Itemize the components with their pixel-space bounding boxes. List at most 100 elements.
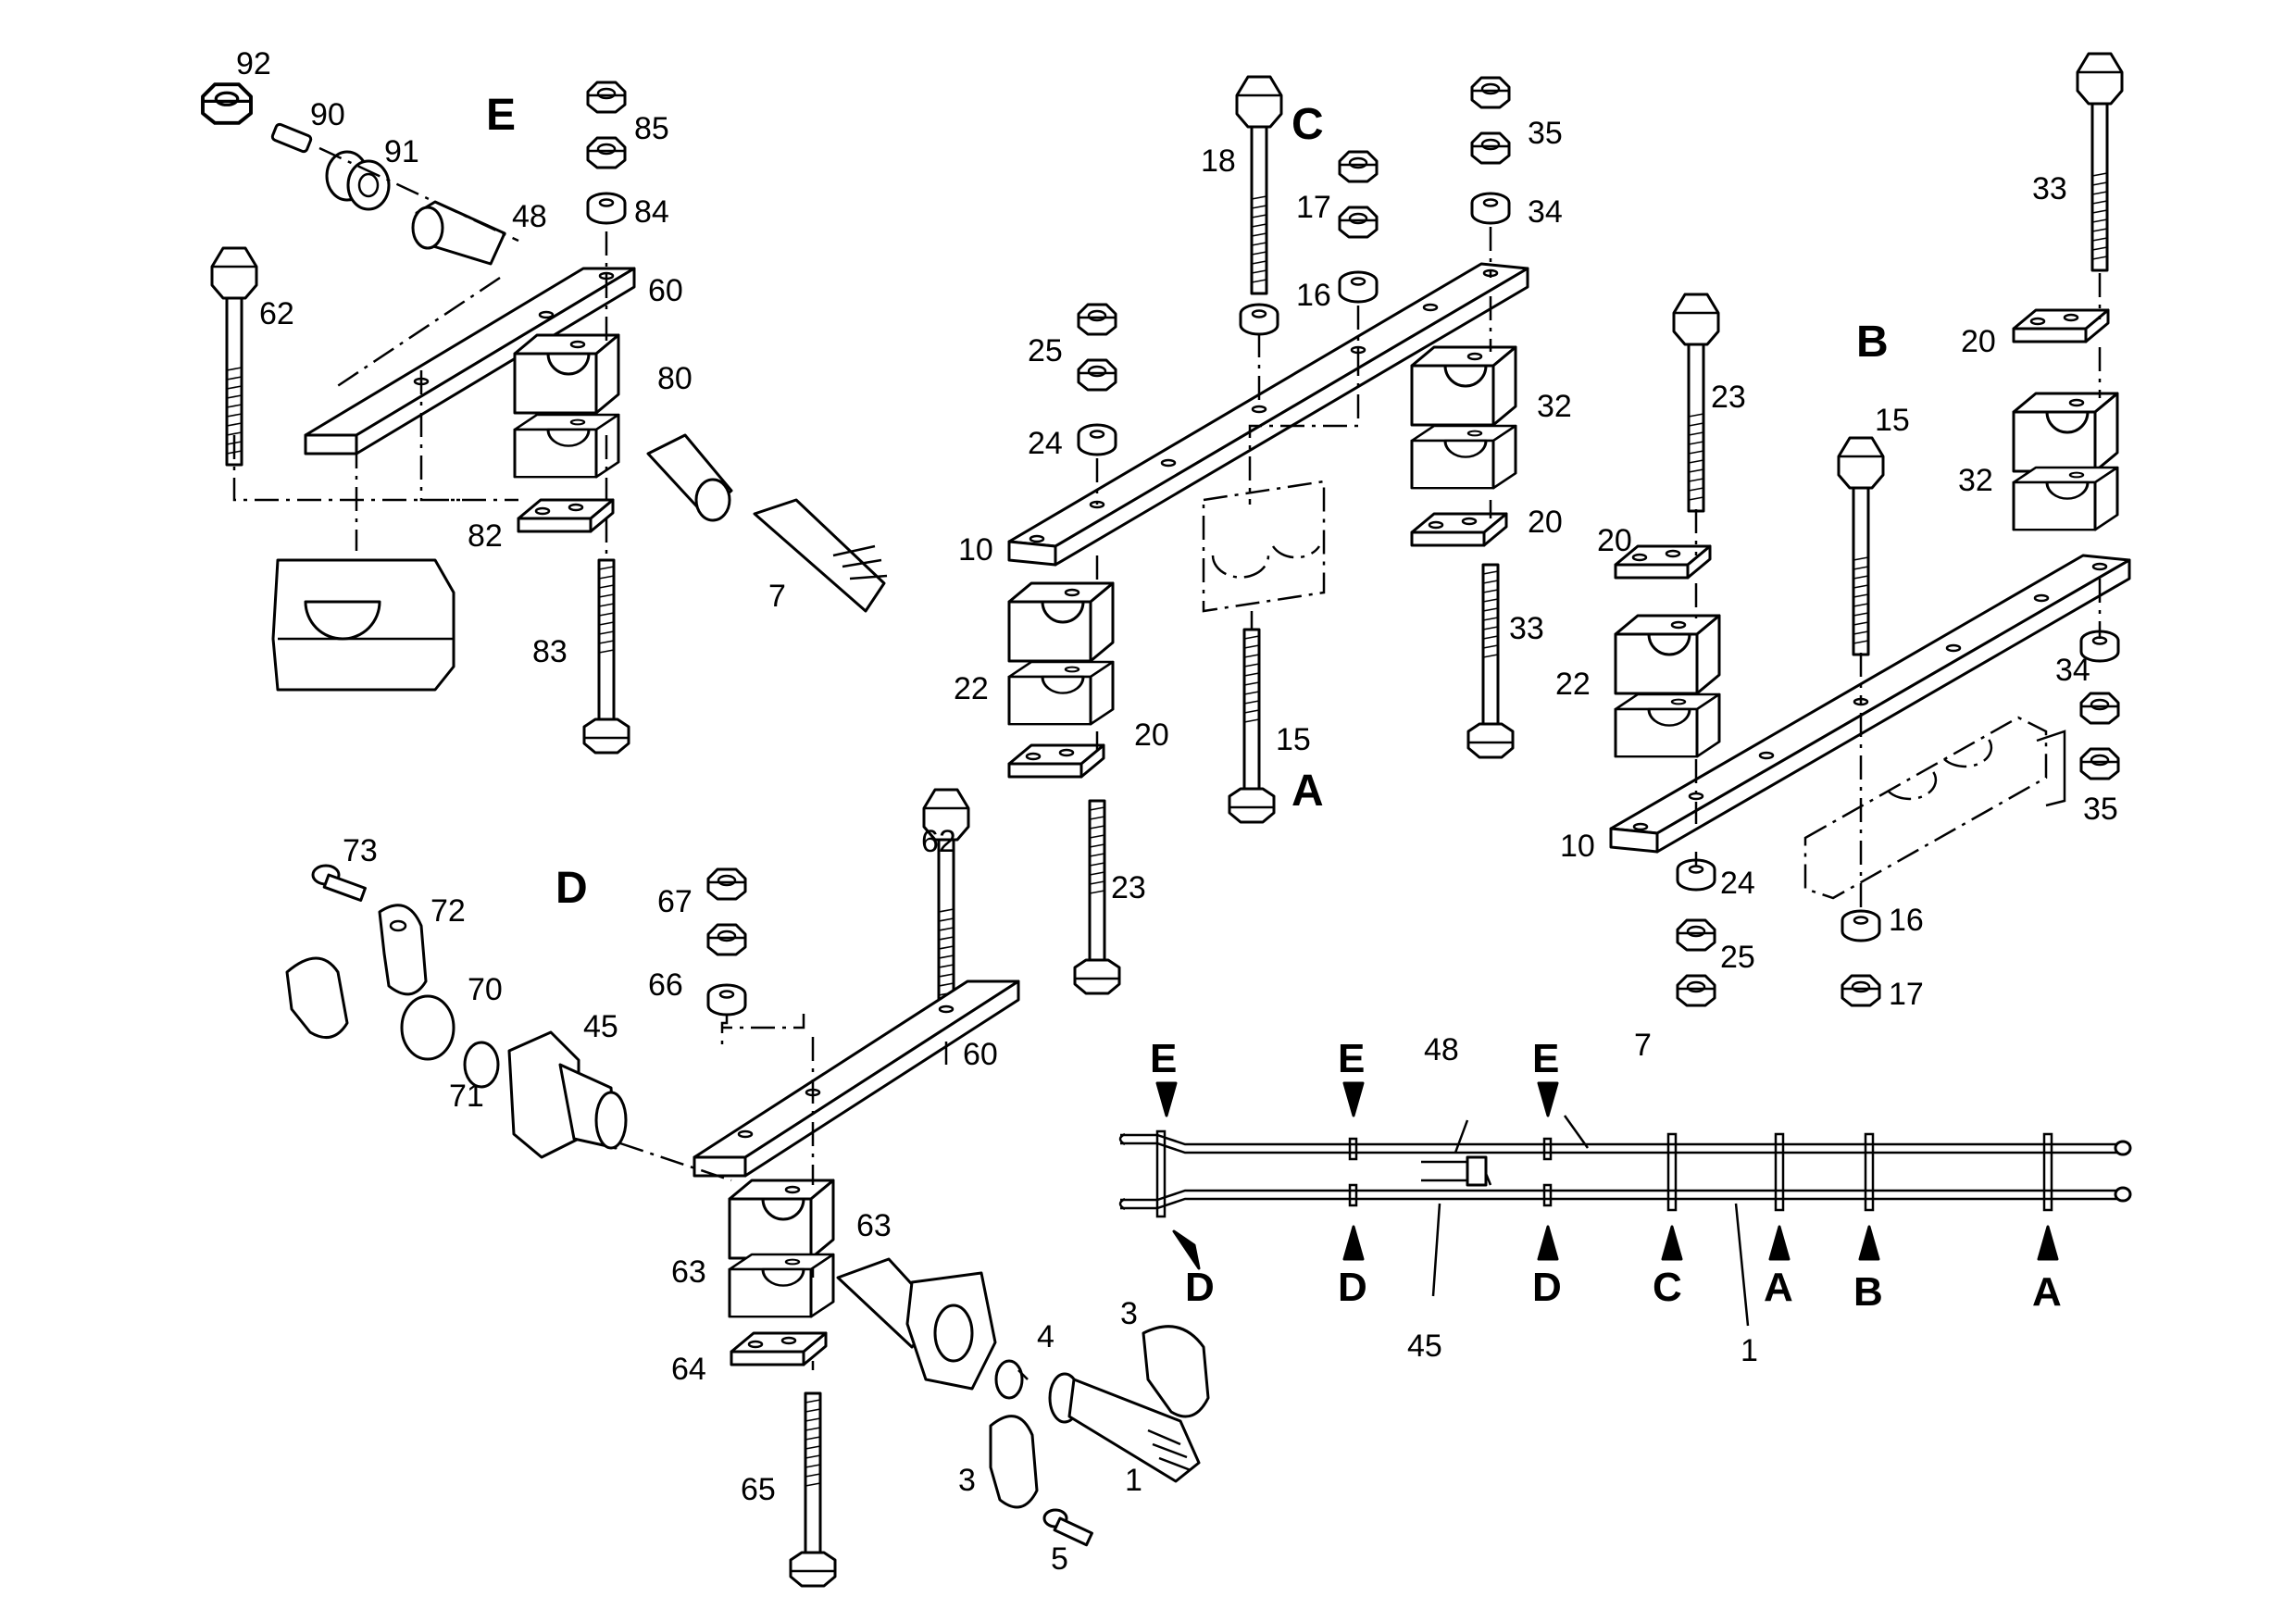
washer-18: [1239, 303, 1279, 336]
nut-25: [1077, 303, 1117, 336]
callout-labels-b: 33 20 23 15 32 20 22 34 35 10 24 16 25 1…: [1555, 171, 2118, 1012]
nut-35-b: [2079, 692, 2120, 725]
callout-83: 83: [532, 634, 568, 669]
section-d-group: D: [285, 788, 1210, 1588]
route-marker-a-1: A: [1764, 1265, 1793, 1310]
callout-18: 18: [1201, 143, 1236, 179]
screw-5: [1042, 1508, 1093, 1547]
bolt-18: [1235, 75, 1283, 295]
nut-35: [1470, 76, 1511, 109]
callout-20-left: 20: [1134, 717, 1169, 753]
clamp-63-upper: [728, 1179, 835, 1260]
callout-labels-e: 92 90 91 48 85 84 60 62 80 82 7 83: [236, 46, 786, 669]
clamp-22-b-lower: [1614, 692, 1721, 758]
routing-overview: E E E D D D C A B A 48 7 45 1: [1118, 1028, 2132, 1368]
callout-67: 67: [657, 884, 693, 919]
nut-17-b: [1841, 974, 1881, 1007]
callout-33: 33: [1509, 611, 1544, 646]
clamp-32-b-upper: [2012, 392, 2119, 473]
callout-32: 32: [1537, 389, 1572, 424]
callout-73: 73: [343, 833, 378, 868]
callout-62: 62: [259, 296, 294, 331]
callout-5: 5: [1051, 1541, 1068, 1577]
callout-16: 16: [1296, 278, 1331, 313]
callout-45: 45: [583, 1009, 618, 1044]
callout-85: 85: [634, 111, 669, 146]
callout-48: 48: [512, 199, 547, 234]
callout-32: 32: [1958, 463, 1993, 498]
nut-67: [706, 867, 747, 901]
bracket-60: [304, 267, 636, 455]
callout-22: 22: [954, 671, 989, 706]
route-marker-b: B: [1853, 1269, 1883, 1315]
callout-80: 80: [657, 361, 693, 396]
plate-20-c-right: [1410, 512, 1508, 547]
fitting-63: [836, 1257, 997, 1391]
callout-20-right: 20: [1528, 505, 1563, 540]
section-e-label: E: [486, 91, 516, 140]
callout-17: 17: [1296, 190, 1331, 225]
bolt-15-c: [1228, 628, 1276, 824]
callout-10: 10: [958, 532, 993, 568]
washer-34: [1470, 192, 1511, 225]
plate-20-b-top: [2012, 308, 2110, 343]
ghost-clamp-b: [1803, 716, 2066, 900]
plate-64: [730, 1331, 828, 1366]
clamp-half-3b: [989, 1415, 1039, 1509]
clamp-half-3a: [1142, 1325, 1210, 1418]
routing-arrows: [1155, 1081, 2059, 1270]
fitting-7: [646, 433, 888, 613]
washer-16-b: [1841, 909, 1881, 942]
oring-4: [994, 1359, 1024, 1400]
ghost-clamp-c: [1202, 480, 1326, 613]
callout-84: 84: [634, 194, 669, 230]
callout-62: 62: [921, 824, 956, 859]
callout-82: 82: [468, 518, 503, 554]
callout-70: 70: [468, 972, 503, 1007]
nipple-90: [270, 122, 313, 154]
callout-20-left: 20: [1597, 523, 1632, 558]
adapter-48: [411, 200, 506, 266]
callout-33: 33: [2032, 171, 2067, 206]
route-marker-c: C: [1653, 1265, 1682, 1310]
section-b-group: B: [1555, 52, 2131, 1012]
oring-71: [463, 1041, 500, 1089]
clamp-63-lower: [728, 1253, 835, 1318]
callout-labels-c: 18 17 16 35 34 25 24 10 32 20 22 20 33 1…: [954, 116, 1572, 905]
callout-90: 90: [310, 97, 345, 132]
route-marker-a-2: A: [2032, 1269, 2062, 1315]
bolt-62-d: [922, 788, 970, 1008]
section-a-label-c: A: [1292, 767, 1324, 816]
route-marker-e-1: E: [1150, 1036, 1177, 1081]
clamp-assembled: [271, 558, 455, 692]
nut-35b: [1470, 131, 1511, 165]
callout-91: 91: [384, 134, 419, 169]
callout-35: 35: [1528, 116, 1563, 151]
route-callout-48: 48: [1424, 1032, 1459, 1067]
section-b-label: B: [1856, 318, 1889, 367]
nut-25-b: [1676, 918, 1716, 952]
nut-17: [1338, 150, 1379, 183]
callout-60: 60: [648, 273, 683, 308]
plate-82: [517, 498, 615, 533]
nut-67b: [706, 923, 747, 956]
bolt-33-c: [1466, 563, 1515, 759]
bolt-65: [789, 1391, 837, 1588]
callout-16: 16: [1889, 903, 1924, 938]
section-e-group: E: [201, 46, 888, 755]
nut-85-lower: [586, 136, 627, 169]
clamp-half-upper-80: [513, 333, 620, 415]
callout-22: 22: [1555, 667, 1591, 702]
route-marker-d-3: D: [1532, 1265, 1562, 1310]
clamp-32-lower: [1410, 424, 1517, 490]
nut-25-b2: [1676, 974, 1716, 1007]
callout-labels-d: 73 72 70 71 45 67 66 62 60 63 63 64 65 4…: [343, 824, 1142, 1577]
callout-25: 25: [1720, 940, 1755, 975]
ring-70: [400, 994, 455, 1061]
bolt-33-b: [2076, 52, 2124, 272]
callout-60: 60: [963, 1037, 998, 1072]
callout-34: 34: [2055, 653, 2090, 688]
section-c-label: C: [1292, 100, 1324, 149]
callout-17: 17: [1889, 977, 1924, 1012]
washer-84: [586, 192, 627, 225]
